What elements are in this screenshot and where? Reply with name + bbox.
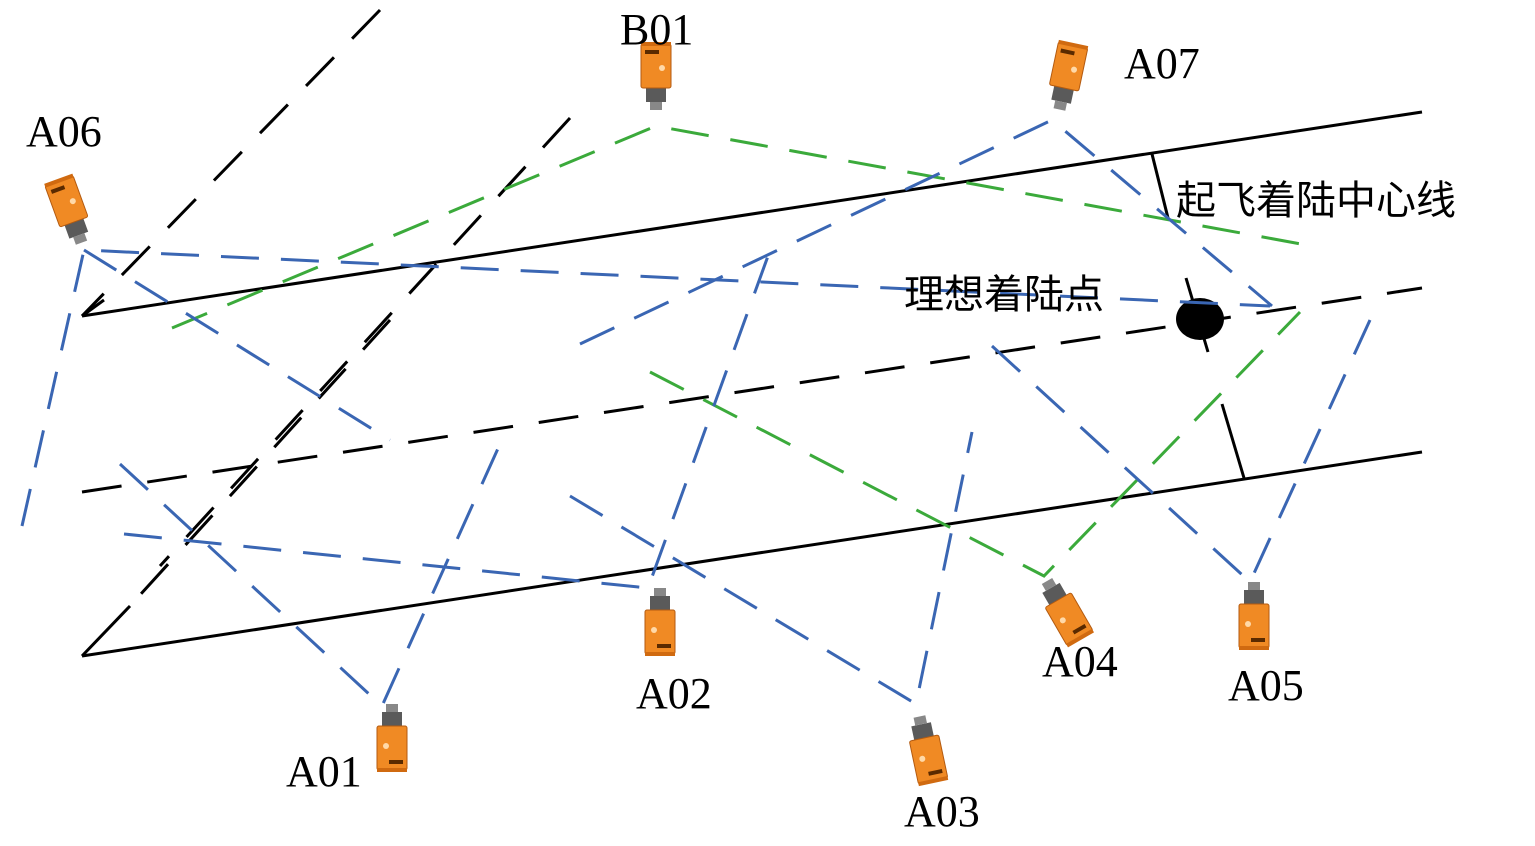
- centerline-label: 起飞着陆中心线: [1176, 178, 1456, 224]
- camera-icon: [376, 703, 408, 773]
- label-a02: A02: [636, 669, 712, 718]
- camera-icon: [644, 587, 676, 657]
- blue-coverage-a06-down: [83, 248, 391, 442]
- camera-icon: [904, 712, 949, 787]
- blue-coverage-a01: [118, 443, 502, 709]
- landing-point-label: 理想着陆点: [904, 272, 1104, 318]
- runway-end-edge: [80, 604, 132, 658]
- label-a07: A07: [1124, 39, 1200, 88]
- camera-icon: [1044, 39, 1089, 114]
- camera-icon: [1238, 581, 1270, 651]
- runway-lower-edge: [81, 450, 1423, 658]
- diagonal-guide-2: [158, 116, 572, 568]
- diagonal-guide-1: [80, 8, 382, 318]
- green-coverage-a04: [649, 310, 1302, 578]
- label-a04: A04: [1042, 637, 1118, 686]
- label-b01: B01: [620, 5, 693, 54]
- ideal-landing-point-marker: [1176, 298, 1224, 340]
- label-a03: A03: [904, 787, 980, 836]
- green-coverage-b01: [171, 124, 1313, 330]
- blue-coverage-a02: [123, 255, 770, 590]
- blue-coverage-a05: [990, 319, 1372, 585]
- blue-coverage-a03: [569, 431, 974, 707]
- blue-coverage-a06: [20, 248, 1271, 527]
- runway-upper-edge: [81, 110, 1423, 318]
- diagonal-guide-3: [128, 318, 392, 608]
- label-a01: A01: [286, 747, 362, 796]
- width-marker-upper: [1150, 153, 1170, 219]
- label-a05: A05: [1228, 661, 1304, 710]
- label-a06: A06: [26, 107, 102, 156]
- width-marker-lower: [1220, 403, 1246, 479]
- camera-icon: [43, 173, 97, 249]
